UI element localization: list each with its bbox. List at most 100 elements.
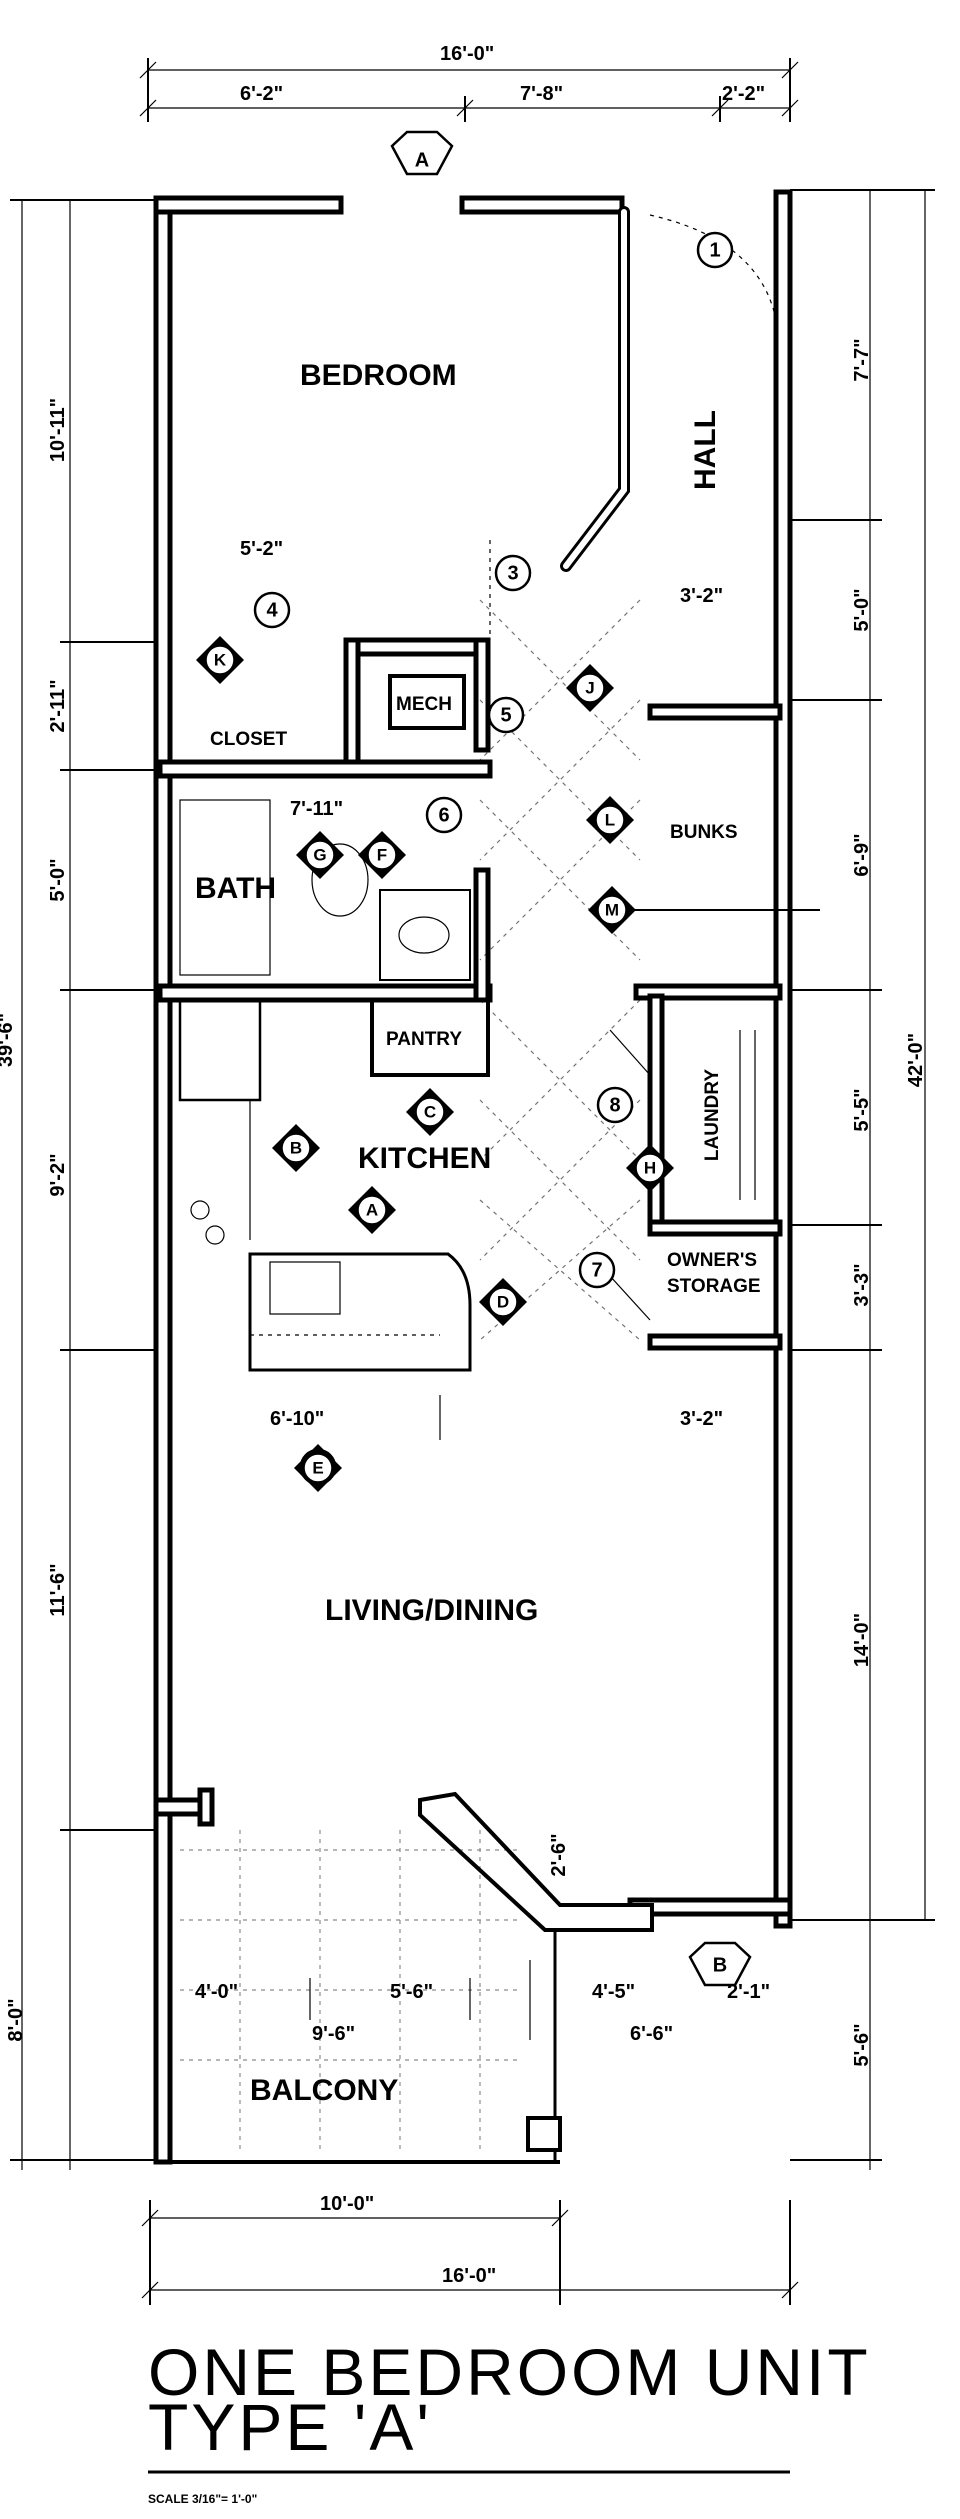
right-dimensions: 7'-7" 5'-0" 6'-9" 5'-5" 3'-3" 14'-0" 5'-… — [790, 189, 935, 2170]
dim-balc-c: 9'-6" — [312, 2023, 355, 2045]
dim-right-7: 5'-6" — [851, 2023, 873, 2066]
hex-tag-a-label: A — [415, 149, 429, 171]
dim-bedroom-w: 5'-2" — [240, 538, 283, 560]
dim-left-5: 11'-6" — [47, 1563, 69, 1616]
dim-left-2: 2'-11" — [47, 679, 69, 732]
circle-tag: 5 — [487, 696, 525, 734]
exterior-walls — [153, 189, 793, 2165]
dim-right-6: 14'-0" — [851, 1613, 873, 1667]
circle-tag: 3 — [494, 554, 532, 592]
dim-bottom-overall: 16'-0" — [442, 2265, 496, 2287]
dim-left-overall: 39'-6" — [0, 1013, 17, 1067]
dim-living-a: 6'-10" — [270, 1408, 324, 1430]
owners-storage-label-2: STORAGE — [667, 1276, 761, 1297]
closet-label: CLOSET — [210, 729, 287, 750]
circle-tag-label: 4 — [266, 599, 278, 621]
dim-left-1: 10'-11" — [47, 398, 69, 462]
diamond-tag: L — [586, 796, 634, 844]
diamond-tag: C — [406, 1088, 454, 1136]
circle-tags: 12345687 — [253, 231, 734, 1486]
top-dimensions: 16'-0" 6'-2" 7'-8" 2'-2" — [139, 43, 799, 122]
dim-top-overall: 16'-0" — [440, 43, 494, 65]
diamond-tag-label: A — [366, 1200, 378, 1219]
dim-bath-w: 7'-11" — [290, 798, 343, 820]
laundry-storage: LAUNDRY OWNER'S STORAGE — [599, 993, 783, 1351]
diamond-tag: H — [626, 1144, 674, 1192]
diamond-tag: G — [296, 831, 344, 879]
diamond-tag: A — [348, 1186, 396, 1234]
circle-tag-label: 6 — [438, 804, 449, 826]
pantry-label: PANTRY — [386, 1029, 462, 1050]
circle-tag: 6 — [425, 796, 463, 834]
bottom-dimensions: 10'-0" 16'-0" — [141, 2193, 799, 2305]
kitchen: PANTRY KITCHEN — [178, 998, 491, 1372]
hex-tag-a: A — [390, 130, 454, 176]
diamond-tag: J — [566, 664, 614, 712]
diamond-tag: F — [358, 831, 406, 879]
diamond-tag-label: K — [214, 650, 227, 669]
title-line-1: ONE BEDROOM UNIT — [148, 2335, 871, 2409]
laundry-label: LAUNDRY — [702, 1069, 723, 1162]
circle-tag-label: 7 — [591, 1259, 602, 1281]
bath-label: BATH — [195, 872, 276, 905]
dim-bottom-a: 10'-0" — [320, 2193, 374, 2215]
dim-right-5: 3'-3" — [851, 1263, 873, 1306]
diamond-tag: K — [196, 636, 244, 684]
bunks: BUNKS — [620, 703, 820, 1001]
diamond-tag-label: M — [605, 900, 619, 919]
dim-balc-g: 2'-6" — [548, 1833, 570, 1876]
diamond-tag-label: C — [424, 1102, 436, 1121]
hall-label: HALL — [689, 410, 722, 490]
diamond-tag-label: F — [377, 845, 387, 864]
dim-top-b: 7'-8" — [520, 83, 563, 105]
diamond-tag-label: E — [312, 1458, 323, 1477]
circle-tag: 1 — [696, 231, 734, 269]
dim-balc-a: 4'-0" — [195, 1981, 238, 2003]
owners-storage-label-1: OWNER'S — [667, 1250, 757, 1271]
diamond-tag-label: B — [290, 1138, 302, 1157]
hex-tag-b-label: B — [713, 1954, 727, 1976]
bedroom: BEDROOM 5'-2" — [240, 206, 777, 572]
dim-living-b: 3'-2" — [680, 1408, 723, 1430]
circle-tag-label: 5 — [500, 704, 511, 726]
circle-tag-label: 1 — [709, 239, 720, 261]
diamond-tag: D — [479, 1278, 527, 1326]
diamond-tag: M — [588, 886, 636, 934]
bedroom-label: BEDROOM — [300, 359, 457, 392]
diamond-tag-label: G — [313, 845, 326, 864]
living-dining: LIVING/DINING 6'-10" 3'-2" — [270, 1395, 723, 1627]
circle-tag: 8 — [596, 1086, 634, 1124]
dim-balc-e: 2'-1" — [727, 1981, 770, 2003]
title-block: ONE BEDROOM UNIT TYPE 'A' SCALE 3/16"= 1… — [148, 2335, 871, 2506]
circle-tag: 4 — [253, 591, 291, 629]
dim-left-4: 9'-2" — [47, 1153, 69, 1196]
diamond-tag-label: H — [644, 1158, 656, 1177]
diamond-tag: E — [294, 1444, 342, 1492]
scale-note: SCALE 3/16"= 1'-0" — [148, 2492, 257, 2506]
circle-tag-label: 8 — [609, 1094, 620, 1116]
diamond-tag: B — [272, 1124, 320, 1172]
dim-right-1: 7'-7" — [851, 338, 873, 381]
dim-right-2: 5'-0" — [851, 588, 873, 631]
circle-tag-label: 3 — [507, 562, 518, 584]
dim-right-3: 6'-9" — [851, 833, 873, 876]
dim-hall-w: 3'-2" — [680, 585, 723, 607]
dim-balc-d: 4'-5" — [592, 1981, 635, 2003]
title-line-2: TYPE 'A' — [148, 2390, 432, 2464]
diamond-tag-label: D — [497, 1292, 509, 1311]
living-label: LIVING/DINING — [325, 1594, 538, 1627]
left-dimensions: 39'-6" 10'-11" 2'-11" 5'-0" 9'-2" 11'-6"… — [0, 199, 160, 2170]
diamond-tags: K J L M G F C B A H D E — [196, 636, 674, 1492]
balcony: BALCONY 4'-0" 5'-6" 9'-6" 4'-5" 2'-1" 6'… — [180, 1791, 770, 2162]
bunks-label: BUNKS — [670, 822, 738, 843]
dim-left-6: 8'-0" — [5, 1998, 27, 2041]
dim-right-4: 5'-5" — [851, 1088, 873, 1131]
dim-top-a: 6'-2" — [240, 83, 283, 105]
dim-left-3: 5'-0" — [47, 858, 69, 901]
dim-balc-b: 5'-6" — [390, 1981, 433, 2003]
circle-tag: 7 — [578, 1251, 616, 1289]
dim-right-overall: 42'-0" — [905, 1033, 927, 1087]
mech-label: MECH — [396, 694, 452, 715]
hex-tag-b: B — [688, 1941, 752, 1987]
